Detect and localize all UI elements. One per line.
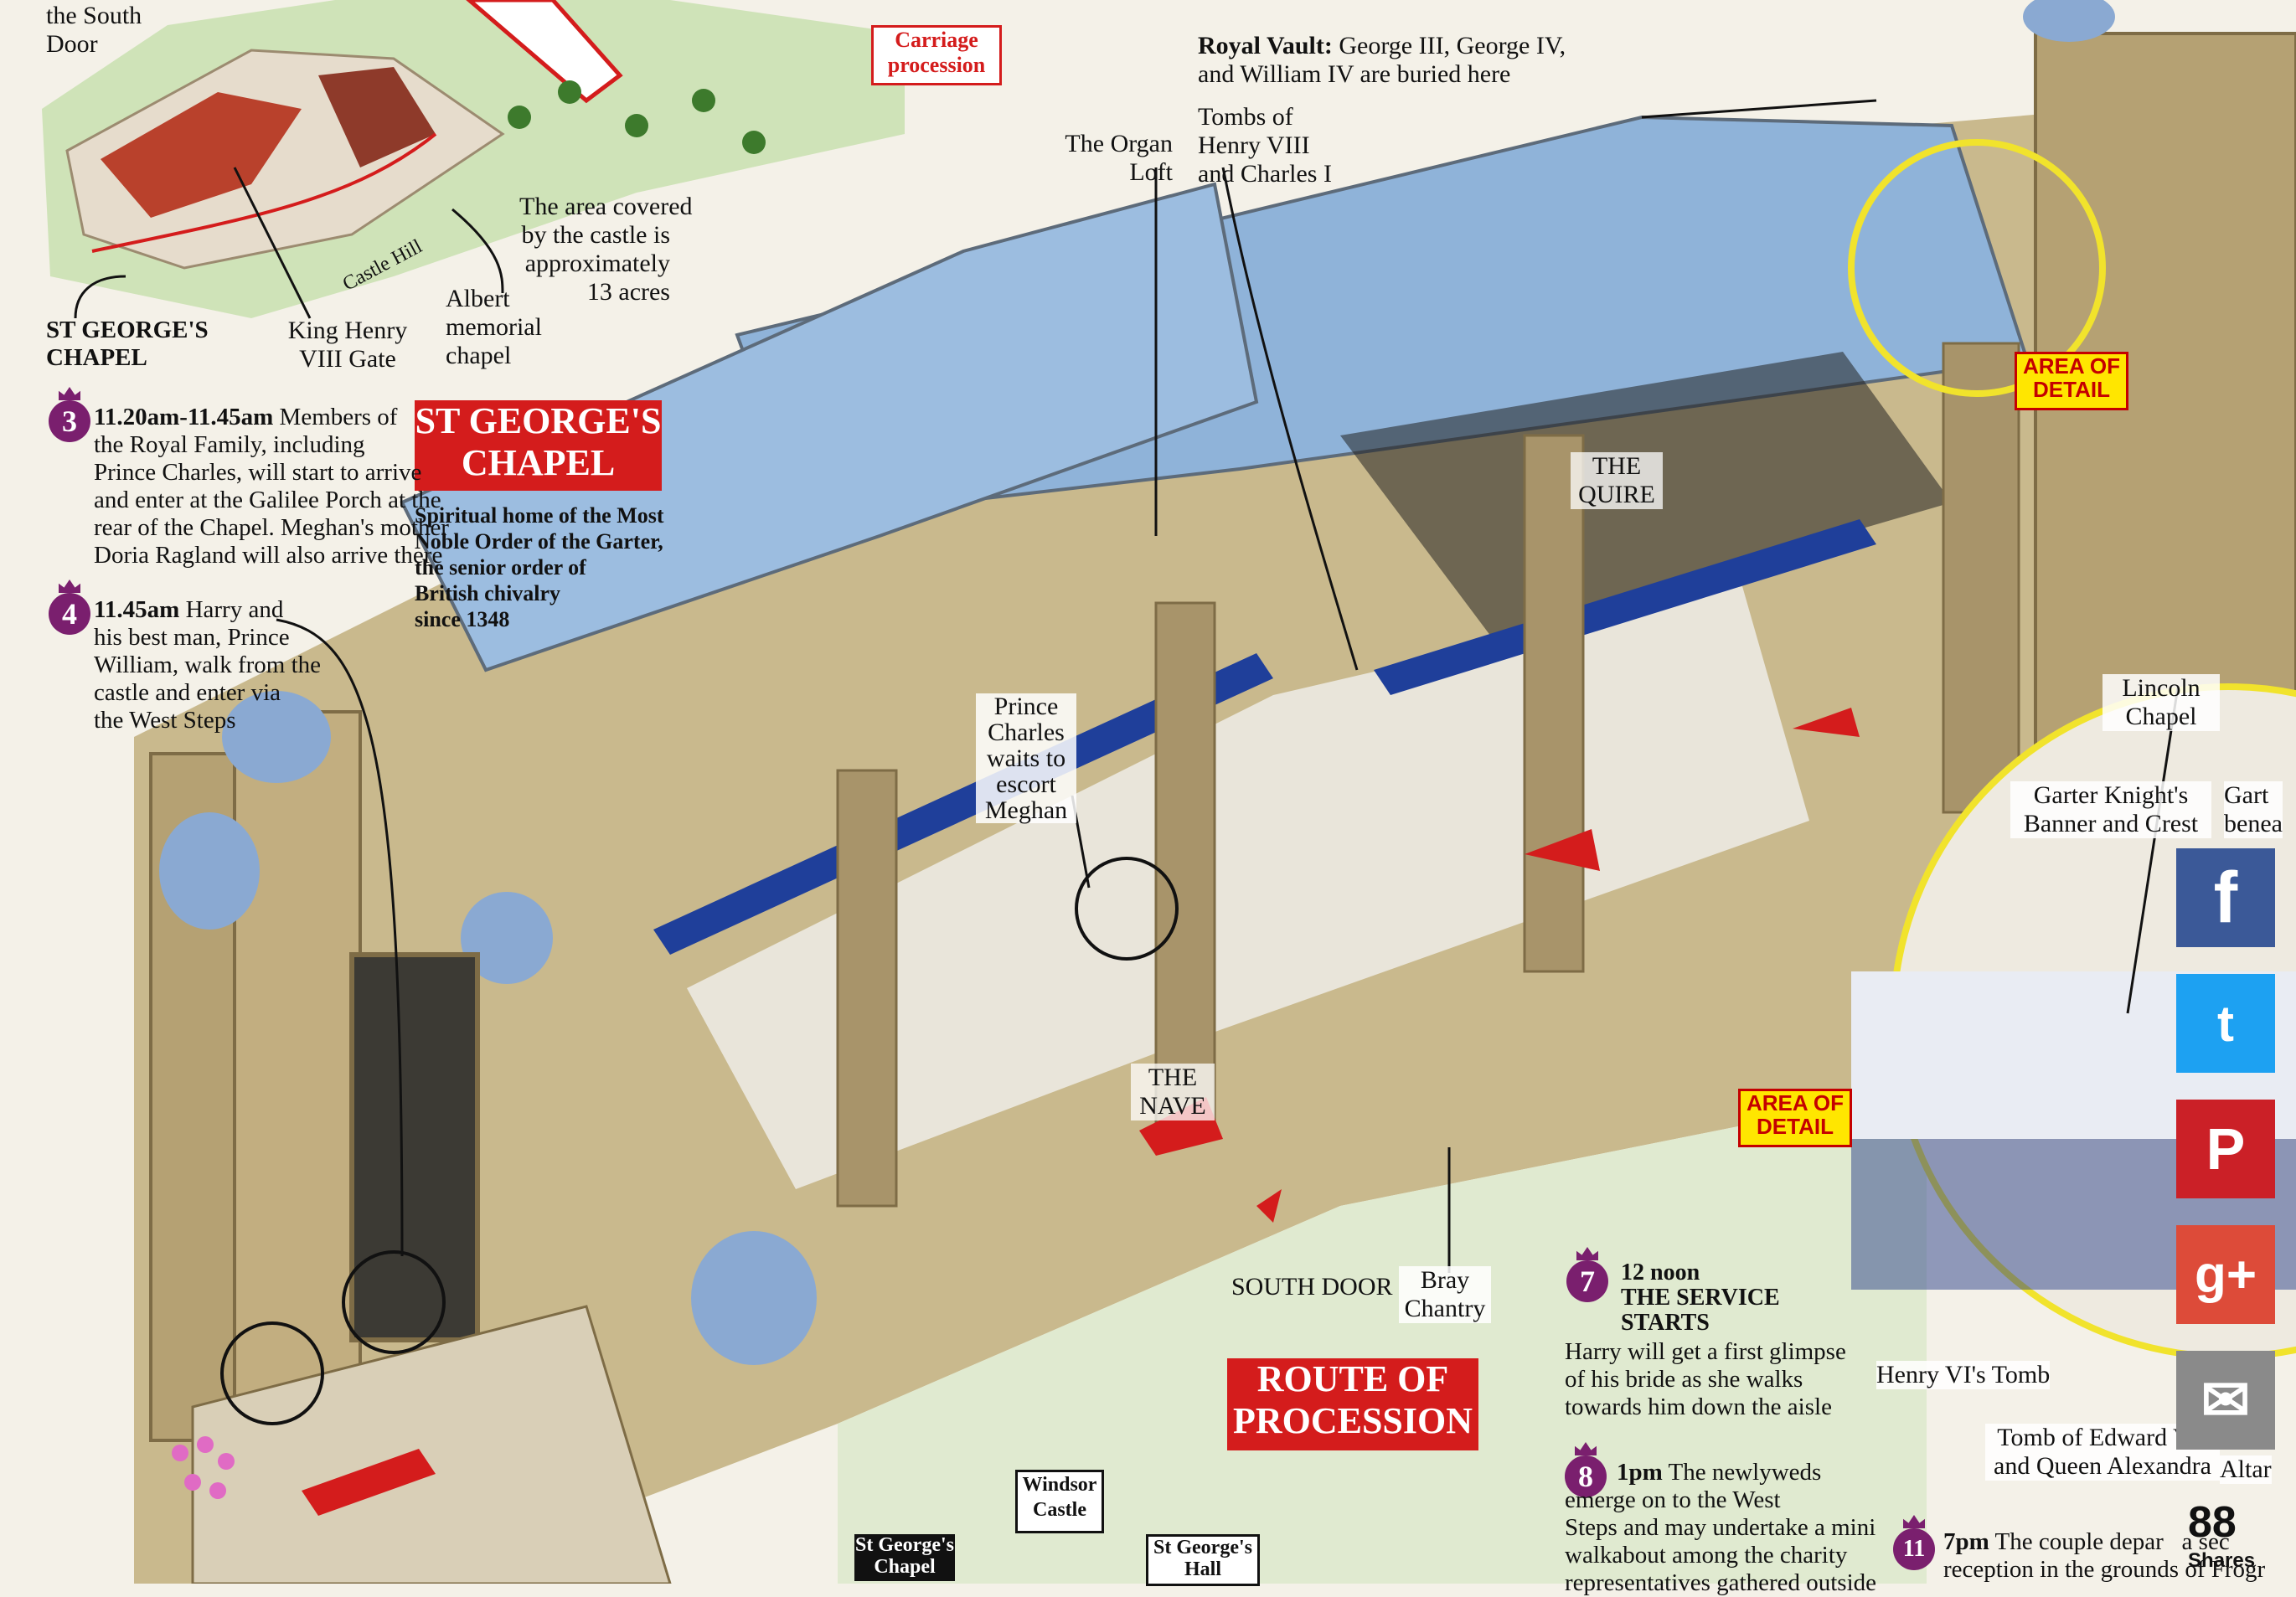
share-label: Shares: [2188, 1549, 2256, 1572]
henry-vi-tomb-label: Henry VI's Tomb: [1876, 1361, 2051, 1389]
prince-charles-label: Prince Charles waits to escort Meghan: [976, 693, 1076, 823]
royal-vault-note: Royal Vault: George III, George IV, and …: [1198, 32, 1566, 89]
area-covered-note: The area covered by the castle is approx…: [519, 193, 693, 306]
step-4-text: 11.45am Harry and his best man, Prince W…: [94, 596, 362, 734]
altar-label: Altar: [2220, 1455, 2272, 1484]
route-st-georges-chapel: St George's Chapel: [854, 1534, 955, 1581]
step-4-desc: Harry and his best man, Prince William, …: [94, 596, 322, 734]
googleplus-share-button[interactable]: g+: [2176, 1225, 2275, 1324]
detail-circle-top: [1848, 139, 2106, 397]
tombs-label: Tombs of Henry VIII and Charles I: [1198, 103, 1332, 188]
area-of-detail-badge-top: AREA OF DETAIL: [2015, 352, 2128, 410]
twitter-share-button[interactable]: t: [2176, 974, 2275, 1073]
garter-beneath-label: Gart benea: [2224, 781, 2283, 838]
albert-memorial-label: Albert memorial chapel: [446, 285, 542, 369]
step-3-text: 11.20am-11.45am Members of the Royal Fam…: [94, 404, 449, 569]
organ-loft-label: The Organ Loft: [1065, 130, 1173, 186]
step-3-badge: 3: [49, 400, 90, 442]
step-11-time: 7pm: [1943, 1528, 1989, 1555]
route-st-georges-hall: St George's Hall: [1146, 1534, 1260, 1586]
step-8-text: 1pm The newlyweds emerge on to the West …: [1565, 1459, 1876, 1597]
area-of-detail-badge-bottom: AREA OF DETAIL: [1738, 1089, 1852, 1147]
googleplus-icon: g+: [2194, 1245, 2257, 1304]
step-7-time: 12 noon: [1621, 1260, 1700, 1285]
step-7-badge: 7: [1566, 1260, 1608, 1302]
step-7-heading: THE SERVICE STARTS: [1621, 1285, 1780, 1336]
step-8-badge: 8: [1565, 1455, 1607, 1497]
bray-chantry-label: Bray Chantry: [1399, 1266, 1491, 1323]
route-windsor-castle: Windsor Castle: [1015, 1470, 1104, 1533]
step-8-desc: The newlyweds emerge on to the West Step…: [1565, 1459, 1877, 1596]
royal-vault-heading: Royal Vault:: [1198, 32, 1333, 59]
step-3-desc: Members of the Royal Family, including P…: [94, 404, 449, 569]
pinterest-icon: P: [2206, 1116, 2246, 1182]
carriage-procession-label: Carriage procession: [871, 25, 1002, 85]
facebook-share-button[interactable]: f: [2176, 848, 2275, 947]
step-3-time: 11.20am-11.45am: [94, 404, 274, 430]
step-4-time: 11.45am: [94, 596, 180, 623]
chapel-title: ST GEORGE'S CHAPEL: [415, 400, 662, 491]
twitter-icon: t: [2217, 995, 2234, 1052]
south-door-label: SOUTH DOOR: [1231, 1273, 1393, 1301]
step-8-time: 1pm: [1617, 1459, 1663, 1486]
garter-knight-label: Garter Knight's Banner and Crest: [2010, 781, 2211, 838]
step-11-desc: The couple depar a sec reception in the …: [1943, 1528, 2266, 1583]
the-quire-label: THE QUIRE: [1571, 452, 1663, 509]
facebook-icon: f: [2213, 857, 2238, 938]
email-share-button[interactable]: ✉: [2176, 1351, 2275, 1450]
route-title: ROUTE OF PROCESSION: [1227, 1358, 1478, 1450]
royal-vault-text: George III, George IV, and William IV ar…: [1198, 32, 1566, 88]
lincoln-chapel-label: Lincoln Chapel: [2103, 674, 2220, 731]
south-door-map-label: the South Door: [46, 2, 142, 58]
map-st-georges-chapel-label: ST GEORGE'S CHAPEL: [46, 317, 209, 371]
step-11-text: 7pm The couple depar a sec reception in …: [1943, 1528, 2265, 1584]
step-7-desc: Harry will get a first glimpse of his br…: [1565, 1338, 1846, 1420]
share-count: 88: [2188, 1498, 2237, 1547]
step-11-badge: 11: [1893, 1528, 1935, 1570]
chapel-subtitle: Spiritual home of the Most Noble Order o…: [415, 503, 664, 631]
email-icon: ✉: [2201, 1368, 2251, 1433]
pinterest-share-button[interactable]: P: [2176, 1100, 2275, 1198]
castle-map-inset: [42, 0, 905, 318]
king-henry-gate-label: King Henry VIII Gate: [287, 317, 408, 373]
the-nave-label: THE NAVE: [1131, 1064, 1215, 1120]
step-4-badge: 4: [49, 593, 90, 635]
